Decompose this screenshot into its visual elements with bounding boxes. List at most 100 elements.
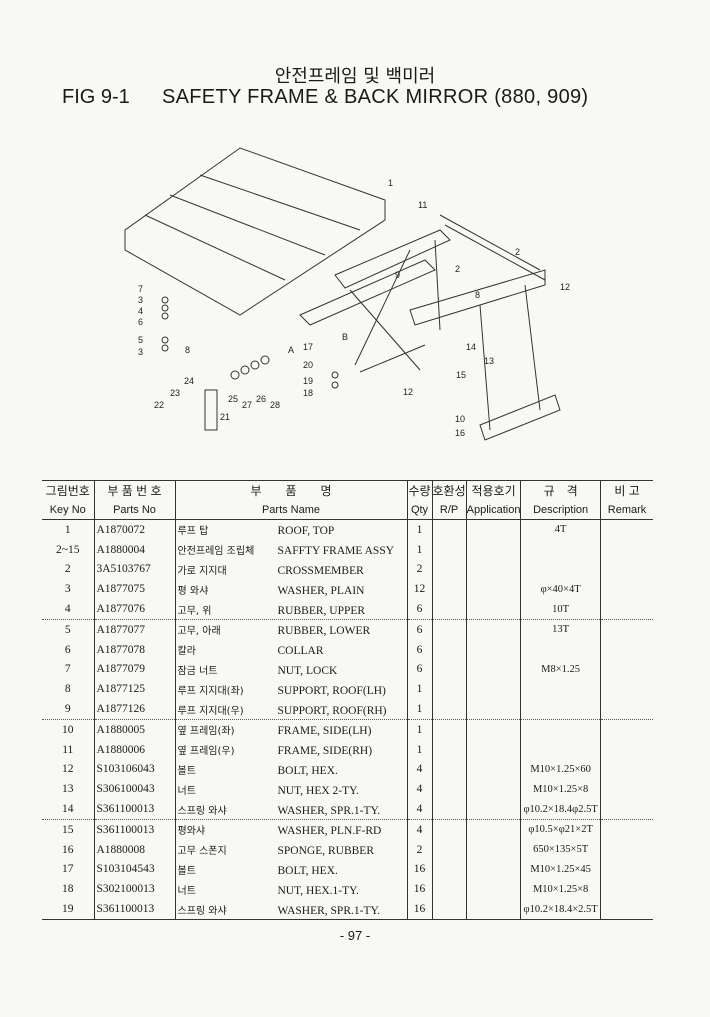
parts-name-kr: 칼라 [177, 646, 196, 658]
parts-no: A1877079 [93, 659, 175, 680]
application [465, 559, 521, 580]
key-no: 9 [42, 699, 94, 720]
parts-name-kr: 고무 스폰지 [177, 846, 227, 858]
parts-name-kr: 루프 탑 [177, 526, 209, 538]
parts-name-kr: 너트 [177, 785, 196, 797]
callout: 25 [228, 394, 238, 404]
rp [431, 719, 467, 740]
parts-name-en: WASHER, PLN.F-RD [277, 825, 382, 838]
rp [431, 799, 467, 820]
column-header-kr: 부 품 번 호 [93, 480, 175, 500]
parts-name-en: COLLAR [277, 645, 324, 658]
callout: 15 [456, 370, 466, 380]
qty: 16 [406, 859, 432, 880]
description: φ10.5×φ21×2T [520, 819, 601, 840]
application [465, 719, 521, 740]
callout: B [342, 332, 348, 342]
rp [431, 859, 467, 880]
description [520, 699, 601, 720]
column-header: R/P [431, 500, 467, 520]
callout: 5 [138, 335, 143, 345]
description: φ10.2×18.4×2.5T [520, 899, 601, 920]
parts-name-en: CROSSMEMBER [277, 564, 364, 577]
callout: 3 [138, 347, 143, 357]
callout: 8 [475, 290, 480, 300]
korean-title: 안전프레임 및 백미러 [274, 66, 436, 87]
rp [431, 899, 467, 920]
rp [431, 779, 467, 800]
column-header: Key No [42, 500, 94, 520]
parts-no: A1870072 [93, 519, 175, 540]
key-no: 14 [42, 799, 94, 820]
description: 650×135×5T [520, 839, 601, 860]
qty: 2 [406, 839, 432, 860]
parts-name-en: SUPPORT, ROOF(LH) [277, 684, 386, 697]
page-title: SAFETY FRAME & BACK MIRROR (880, 909) [162, 86, 589, 108]
callout: 27 [242, 400, 252, 410]
description: φ×40×4T [520, 579, 601, 600]
rp [431, 579, 467, 600]
key-no: 8 [64, 683, 71, 696]
rp [431, 599, 467, 620]
remark [599, 679, 654, 700]
remark [599, 739, 654, 760]
key-no: 1 [64, 523, 71, 536]
parts-name-en: BOLT, HEX. [277, 764, 338, 777]
parts-no: S361100013 [93, 799, 175, 820]
remark [599, 519, 654, 540]
qty: 6 [406, 639, 432, 660]
application [465, 779, 521, 800]
parts-name-kr: 옆 프레임(우) [177, 746, 235, 758]
description: M10×1.25×8 [520, 879, 601, 900]
parts-no: A1877077 [93, 619, 175, 640]
parts-no: A1877076 [93, 599, 175, 620]
callout: 23 [170, 388, 180, 398]
application [465, 879, 521, 900]
description: φ10.2×18.4φ2.5T [520, 799, 601, 820]
bolt-stack [161, 296, 339, 431]
application [465, 519, 521, 540]
key-no: 3 [64, 583, 71, 596]
qty: 1 [406, 519, 432, 540]
remark [599, 539, 654, 560]
rp [431, 559, 467, 580]
rp [431, 659, 467, 680]
table-row: 8 A1877125 루프 지지대(좌)SUPPORT, ROOF(LH) 1 [42, 679, 654, 700]
remark [599, 579, 654, 600]
parts-name: 루프 지지대(좌)SUPPORT, ROOF(LH) [174, 679, 407, 700]
remark [599, 659, 654, 680]
qty: 4 [406, 819, 432, 840]
parts-name-kr: 스프링 와샤 [177, 905, 227, 917]
application [465, 579, 521, 600]
rp [431, 679, 467, 700]
callout: 21 [220, 412, 230, 422]
qty: 6 [406, 659, 432, 680]
key-no: 2 [64, 563, 71, 576]
parts-name: 옆 프레임(좌)FRAME, SIDE(LH) [174, 719, 407, 740]
parts-name-kr: 고무, 위 [177, 605, 212, 617]
parts-name-en: WASHER, SPR.1-TY. [277, 904, 381, 917]
callout: 2 [515, 247, 520, 257]
rp [431, 879, 467, 900]
callout: 19 [303, 376, 313, 386]
description [520, 539, 601, 560]
application [465, 539, 521, 560]
callout: 28 [270, 400, 280, 410]
parts-name-kr: 고무, 아래 [177, 626, 221, 638]
parts-name-kr: 평 와샤 [177, 585, 209, 597]
qty: 1 [406, 699, 432, 720]
key-no: 19 [42, 899, 94, 920]
callout: 2 [455, 264, 460, 274]
